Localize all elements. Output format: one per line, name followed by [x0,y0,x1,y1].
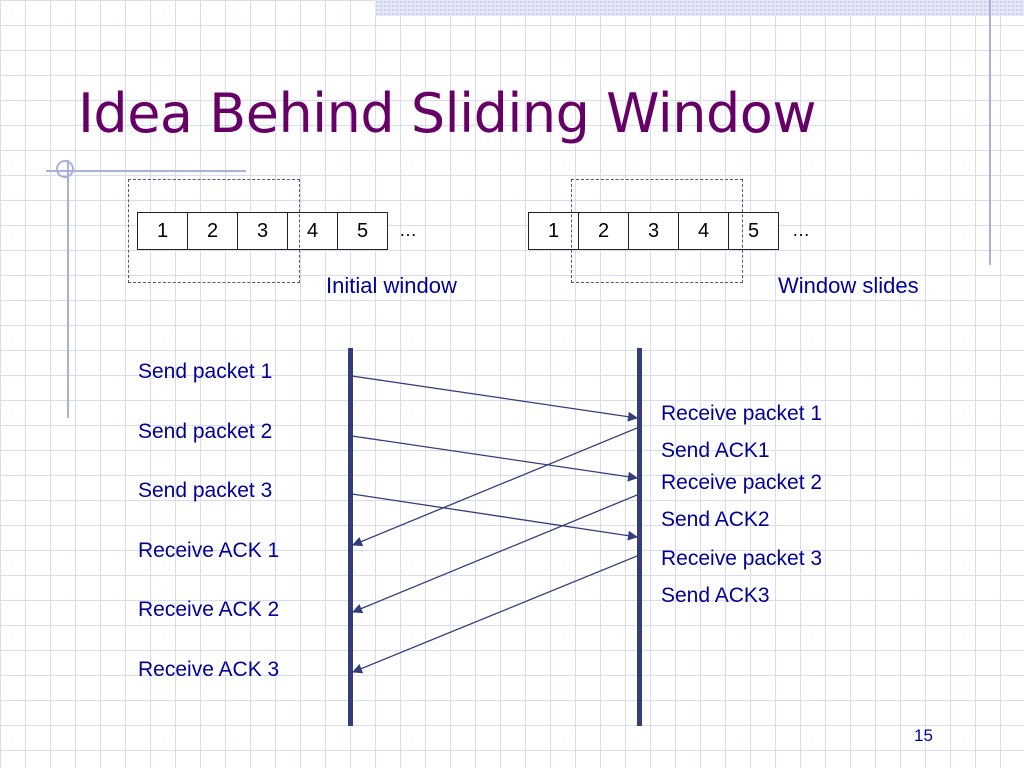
decorative-right-rule [989,0,991,265]
packet-1-arrow [351,375,638,422]
sequence-ellipsis: … [399,220,417,240]
sequence-cell: 2 [578,212,629,250]
sender-timeline [348,348,353,726]
slid-window-caption: Window slides [778,273,919,298]
receiver-event: Receive packet 2 [661,471,823,494]
receiver-event: Send ACK2 [661,508,770,531]
sequence-cell: 5 [337,212,388,250]
receiver-timeline [637,348,642,726]
packet-2-arrow [351,435,638,482]
initial-window-frame [128,179,300,283]
receiver-event: Send ACK3 [661,584,770,607]
slid-sequence-cells: 1 2 3 4 5 [528,212,779,250]
sequence-cell: 2 [187,212,238,250]
initial-sequence-cells: 1 2 3 4 5 [137,212,388,250]
slid-window-frame [571,179,743,283]
ack-3-arrow [352,555,638,674]
sender-event: Send packet 3 [138,479,273,502]
receiver-event: Receive packet 1 [661,402,823,425]
ack-2-arrow [352,494,638,614]
decorative-circle-icon [56,160,74,178]
decorative-top-band [375,0,1024,16]
decorative-left-rule [67,160,69,418]
packet-3-arrow [351,493,638,541]
ack-1-arrow [352,427,638,547]
page-number: 15 [914,726,933,745]
sender-event: Receive ACK 3 [138,658,280,681]
sender-event: Send packet 2 [138,420,273,443]
sequence-ellipsis: … [792,220,810,240]
sequence-cell: 1 [528,212,579,250]
sequence-cell: 3 [628,212,679,250]
sender-event: Receive ACK 1 [138,539,280,562]
decorative-title-rule [46,170,246,172]
page-title: Idea Behind Sliding Window [78,82,817,145]
sequence-cell: 4 [678,212,729,250]
initial-window-caption: Initial window [326,273,457,298]
sequence-cell: 1 [137,212,188,250]
receiver-event: Send ACK1 [661,439,770,462]
sequence-cell: 5 [728,212,779,250]
receiver-event: Receive packet 3 [661,547,823,570]
sender-event: Receive ACK 2 [138,598,280,621]
sender-event: Send packet 1 [138,360,273,383]
